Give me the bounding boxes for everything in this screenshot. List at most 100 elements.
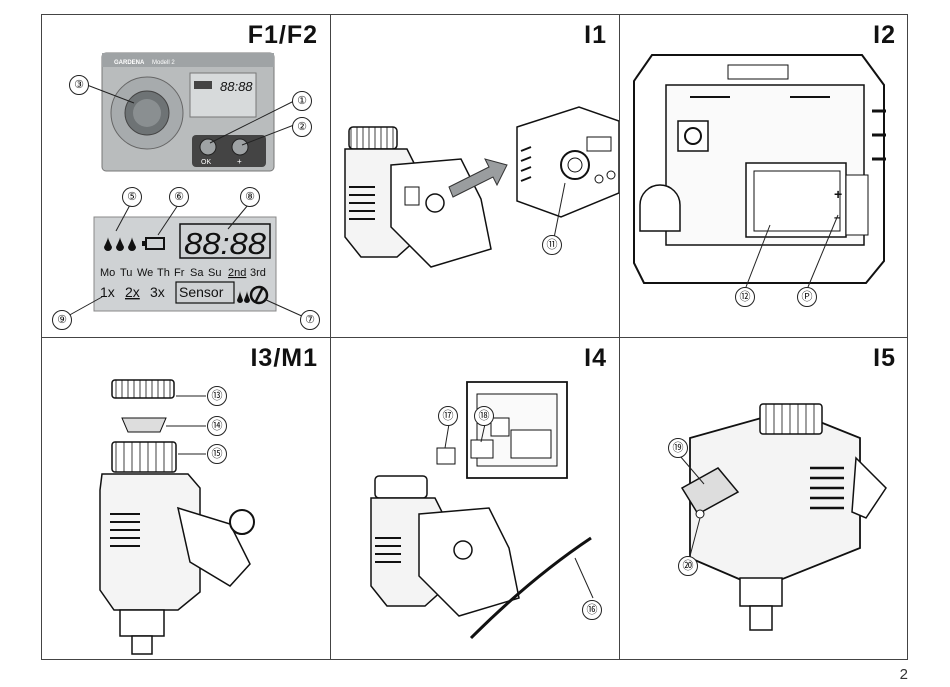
outlet-nozzle xyxy=(749,605,773,631)
page-number: 2 xyxy=(899,666,908,683)
valve-knob xyxy=(229,509,255,535)
valve-top-thread xyxy=(111,441,177,473)
leader-20 xyxy=(689,517,701,557)
module-display xyxy=(586,136,612,152)
battery-plus: + xyxy=(834,186,842,202)
callout-11: ⑪ xyxy=(542,235,562,255)
small-lcd-time: 88:88 xyxy=(220,79,253,94)
valve-outlet-arm xyxy=(176,506,251,587)
lcd-sensor-label: Sensor xyxy=(179,284,224,300)
panel-i1: I1 ⑪ xyxy=(331,15,619,337)
leader-16 xyxy=(574,557,594,599)
controller-illustration: GARDENA Modell 2 88:88 OK + xyxy=(65,52,305,318)
battery-contacts xyxy=(845,174,869,236)
leader-6 xyxy=(157,204,179,236)
lcd-day-tu: Tu xyxy=(120,267,132,279)
figure-grid: F1/F2 GARDENA Modell 2 88:88 OK + xyxy=(41,14,908,660)
valve-top-thread xyxy=(759,403,823,435)
connector-socket xyxy=(684,127,702,145)
mounting-clip-illustration xyxy=(679,403,887,631)
callout-5: ⑤ xyxy=(122,187,142,207)
panel-title: I1 xyxy=(584,21,607,49)
leader-1 xyxy=(209,100,295,144)
callout-13: ⑬ xyxy=(207,386,227,406)
pull-tab xyxy=(639,184,681,232)
lcd-freq-3x: 3x xyxy=(150,284,165,300)
dial-center xyxy=(133,99,161,127)
housing-grip xyxy=(810,466,844,510)
lcd-time: 88:88 xyxy=(184,226,267,261)
callout-19: ⑲ xyxy=(668,438,688,458)
lcd-freq-2x: 2x xyxy=(125,284,140,300)
insert-arrow-icon xyxy=(448,158,508,198)
panel-i4: I4 ⑰ ⑱ ⑯ xyxy=(331,338,619,659)
callout-8: ⑧ xyxy=(240,187,260,207)
lcd-day-sa: Sa xyxy=(190,267,204,279)
valve-grip-ribs xyxy=(375,537,401,563)
bay-socket xyxy=(453,540,473,560)
module-rear-port xyxy=(490,417,510,437)
sensor-drop-icon xyxy=(244,291,250,303)
sensor-off-icon xyxy=(249,285,269,305)
panel-f1f2: F1/F2 GARDENA Modell 2 88:88 OK + xyxy=(42,15,330,337)
leader-p xyxy=(807,214,839,288)
outlet-nozzle xyxy=(131,635,153,655)
device-model: Modell 2 xyxy=(152,60,175,66)
leader-17 xyxy=(444,423,450,449)
panel-title: I4 xyxy=(584,344,607,372)
plug-cap xyxy=(436,447,456,465)
sensor-drop-icon xyxy=(237,291,243,303)
panel-i3m1: I3/M1 ⑬ ⑭ ⑮ xyxy=(42,338,330,659)
ok-label: OK xyxy=(201,159,211,166)
lcd-day-3rd: 3rd xyxy=(250,267,266,279)
lcd-day-2nd: 2nd xyxy=(228,267,246,279)
lcd-panel xyxy=(93,216,277,312)
callout-12: ⑫ xyxy=(735,287,755,307)
lcd-day-we: We xyxy=(137,267,153,279)
module-rear-battery xyxy=(510,429,552,459)
module-vents xyxy=(520,146,532,182)
small-lcd-battery xyxy=(194,81,212,89)
drop-icon xyxy=(128,237,136,251)
sensor-cable xyxy=(469,536,592,640)
callout-2: ② xyxy=(292,117,312,137)
bay-symbol xyxy=(404,186,420,206)
valve-cap-ribs xyxy=(350,127,394,149)
clip-screw xyxy=(695,509,705,519)
leader-9 xyxy=(65,296,103,318)
valve-cap xyxy=(348,126,398,150)
device-brand: GARDENA xyxy=(114,60,145,66)
compartment-latch xyxy=(727,64,789,80)
housing-grip xyxy=(110,513,140,547)
leader-8 xyxy=(227,204,249,230)
valve-grip-ribs xyxy=(349,186,375,220)
valve-assembly-illustration xyxy=(99,379,255,655)
sensor-plug xyxy=(470,439,494,459)
valve-outlet-arm xyxy=(851,456,887,519)
valve-thread-ribs xyxy=(765,404,815,434)
plus-label: + xyxy=(237,157,242,166)
panel-i5: I5 ⑲ ⑳ xyxy=(620,338,908,659)
callout-17: ⑰ xyxy=(438,406,458,426)
filter-screen xyxy=(121,417,167,433)
callout-6: ⑥ xyxy=(169,187,189,207)
lcd-day-th: Th xyxy=(157,267,170,279)
battery-slot xyxy=(753,170,841,232)
lcd-time-frame xyxy=(179,223,271,259)
callout-16: ⑯ xyxy=(582,600,602,620)
sensor-connection-illustration xyxy=(370,381,594,640)
leader-19 xyxy=(679,455,705,485)
grid-divider-horizontal xyxy=(42,337,907,338)
panel-title: I5 xyxy=(873,344,896,372)
panel-i2: I2 + – ⑫ Ⓟ xyxy=(620,15,908,337)
leader-2 xyxy=(241,124,295,146)
small-lcd xyxy=(189,72,257,118)
lcd-sensor-frame xyxy=(175,281,235,304)
lcd-day-mo: Mo xyxy=(100,267,115,279)
battery-compartment-illustration: + – xyxy=(633,54,886,288)
module-dial-center xyxy=(567,157,583,173)
callout-9: ⑨ xyxy=(52,310,72,330)
lcd-freq-1x: 1x xyxy=(100,284,115,300)
bay-socket xyxy=(425,193,445,213)
mounting-clip xyxy=(680,467,740,516)
